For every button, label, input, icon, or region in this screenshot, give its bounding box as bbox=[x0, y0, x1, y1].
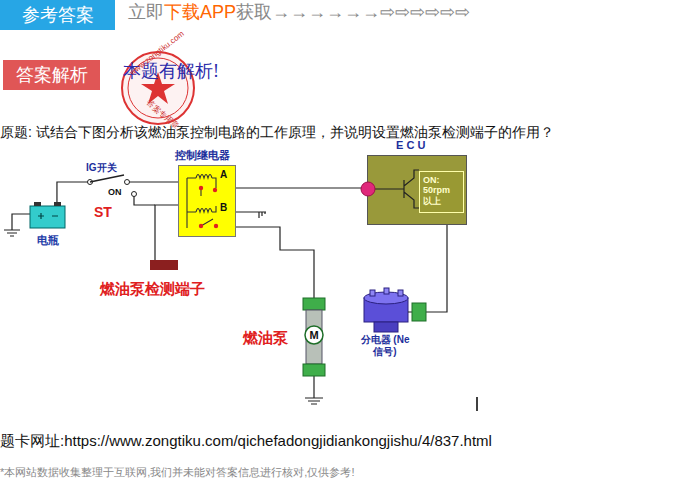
node-text: 控制继电器 bbox=[175, 149, 230, 162]
ecu-condition-box: ON: 50rpm 以上 bbox=[419, 171, 464, 213]
node-text: 分电器 (Ne 信号) bbox=[360, 334, 410, 357]
source-url: 题卡网址:https://www.zongtiku.com/qichefadon… bbox=[0, 432, 492, 450]
node-text: 燃油泵检测端子 bbox=[100, 280, 205, 297]
wire bbox=[436, 225, 447, 312]
switch-position: ON bbox=[108, 187, 122, 198]
wire bbox=[155, 205, 178, 260]
node-text: 答案解析 bbox=[16, 65, 88, 86]
pump-ground-wire bbox=[313, 376, 314, 398]
switch-label: IG开关 bbox=[86, 162, 117, 174]
question-text: 原题: 试结合下图分析该燃油泵控制电路的工作原理，并说明设置燃油泵检测端子的作用… bbox=[0, 124, 554, 141]
download-link: 下载APP bbox=[164, 2, 236, 24]
node-text: E C U bbox=[396, 139, 425, 152]
pump-check-terminal: 燃油泵检测端子 bbox=[150, 260, 178, 270]
node-label: 燃油泵 bbox=[243, 329, 288, 346]
st-wire bbox=[134, 196, 155, 205]
node-text: ON: 50rpm 以上 bbox=[423, 175, 461, 206]
relay-ground bbox=[236, 212, 266, 218]
disclaimer: *本网站数据收集整理于互联网,我们并未能对答案信息进行核对,仅供参考! bbox=[0, 466, 354, 479]
download-arrows: 获取→→→→→→⇨⇨⇨⇨⇨⇨ bbox=[236, 2, 470, 24]
download-prompt: 立即 bbox=[128, 2, 164, 24]
switch-st-contact bbox=[132, 192, 137, 197]
switch-on-contact bbox=[125, 180, 130, 185]
control-relay: 控制继电器AB bbox=[178, 165, 236, 237]
distributor: 分电器 (Ne 信号) bbox=[358, 290, 436, 352]
analysis-button: 答案解析 bbox=[3, 60, 100, 90]
battery: 电瓶 bbox=[30, 200, 65, 228]
node-text: 电瓶 bbox=[37, 234, 59, 247]
switch-position: ST bbox=[94, 204, 112, 221]
switch-blade bbox=[90, 175, 124, 182]
wire bbox=[236, 187, 367, 188]
ground-symbol bbox=[4, 230, 20, 236]
node-text: M bbox=[309, 329, 318, 342]
node-text: 参考答案 bbox=[22, 5, 94, 26]
fuel-pump: M燃油泵 bbox=[302, 298, 326, 376]
text-cursor bbox=[476, 397, 478, 411]
ground-symbol bbox=[305, 398, 323, 404]
ecu-box: E C UON: 50rpm 以上 bbox=[367, 155, 467, 225]
node-label: B bbox=[220, 202, 227, 214]
node-illustration bbox=[30, 200, 65, 228]
answer-button: 参考答案 bbox=[0, 0, 115, 30]
battery-ground-wire bbox=[12, 214, 30, 230]
node-label: A bbox=[220, 169, 227, 181]
wire bbox=[236, 227, 314, 298]
